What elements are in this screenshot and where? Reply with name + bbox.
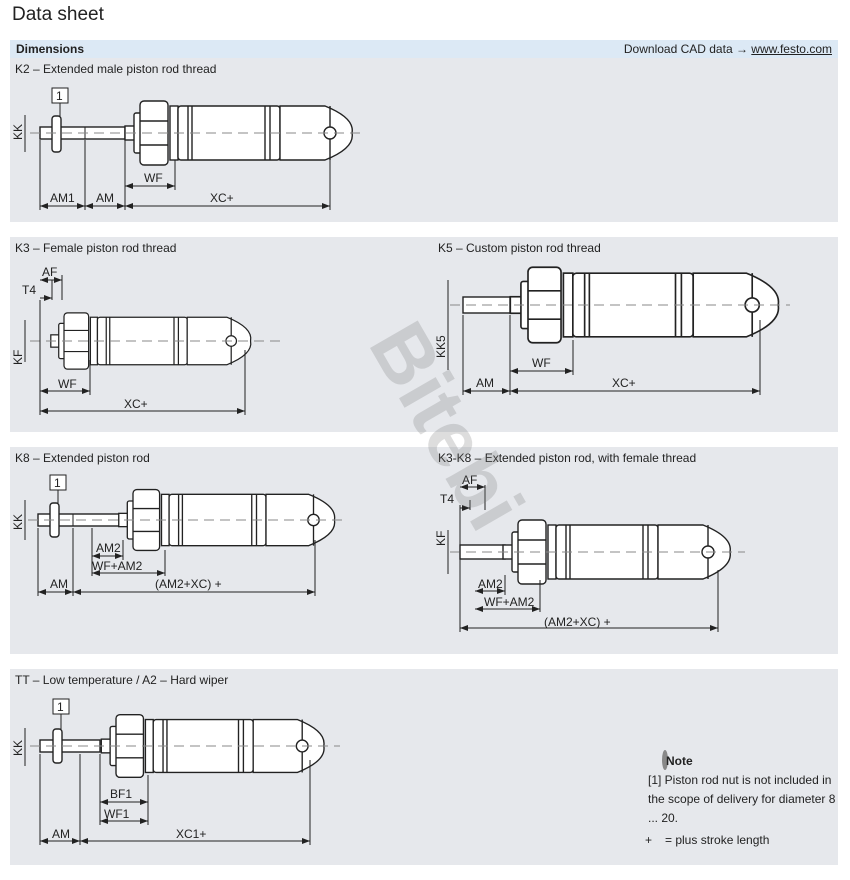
cylinder-tt — [24, 698, 340, 845]
festo-link[interactable]: www.festo.com — [751, 42, 832, 56]
variant-title: K3-K8 – Extended piston rod, with female… — [438, 451, 697, 465]
dim-am: AM — [50, 577, 68, 591]
variant-title: K8 – Extended piston rod — [15, 451, 150, 465]
dim-af: AF — [462, 473, 477, 487]
dim-am2-xc: (AM2+XC) + — [155, 577, 222, 591]
cylinder-k5 — [447, 266, 790, 395]
dim-xc: XC+ — [612, 376, 636, 390]
dim-wf1: WF1 — [104, 807, 130, 821]
dim-kk: KK — [11, 740, 25, 756]
note-text: [1] Piston rod nut is not included in th… — [648, 773, 836, 825]
dim-kk: KK — [11, 124, 25, 140]
dim-am: AM — [476, 376, 494, 390]
dim-am2: AM2 — [96, 541, 121, 555]
dimensions-header: Dimensions Download CAD data → www.festo… — [10, 40, 838, 58]
cylinder-k3 — [24, 275, 280, 415]
dim-xc1: XC1+ — [176, 827, 206, 841]
cylinder-k2 — [24, 87, 360, 210]
dim-wf-am2: WF+AM2 — [92, 559, 143, 573]
dim-am: AM — [52, 827, 70, 841]
dim-kk: KK — [11, 514, 25, 530]
dim-wf-am2: WF+AM2 — [484, 595, 535, 609]
dim-wf: WF — [58, 377, 77, 391]
dim-t4: T4 — [22, 283, 36, 297]
callout-1: 1 — [57, 700, 64, 714]
plus-symbol: + — [645, 833, 653, 847]
dim-am2: AM2 — [478, 577, 503, 591]
variant-title: K3 – Female piston rod thread — [15, 241, 177, 255]
variant-title: TT – Low temperature / A2 – Hard wiper — [15, 673, 229, 687]
callout-1: 1 — [54, 476, 61, 490]
variant-title: K2 – Extended male piston rod thread — [15, 62, 217, 76]
note-heading: Note — [666, 754, 693, 768]
variant-title: K5 – Custom piston rod thread — [438, 241, 601, 255]
dim-kf: KF — [11, 350, 25, 365]
note-box: Note [1] Piston rod nut is not included … — [645, 752, 838, 850]
dim-wf: WF — [144, 171, 163, 185]
cylinder-k3-k8 — [447, 484, 745, 632]
callout-1: 1 — [56, 89, 63, 103]
dim-t4: T4 — [440, 492, 454, 506]
dim-am: AM — [96, 191, 114, 205]
dim-kk5: KK5 — [434, 335, 448, 358]
dim-kf: KF — [434, 531, 448, 546]
plus-text: = plus stroke length — [665, 833, 770, 847]
watermark: Bitebi — [353, 307, 541, 544]
dim-xc: XC+ — [124, 397, 148, 411]
section-title: Dimensions — [16, 42, 85, 56]
dim-xc: XC+ — [210, 191, 234, 205]
dim-af: AF — [42, 265, 57, 279]
download-label: Download CAD data → — [623, 42, 748, 56]
dim-bf1: BF1 — [110, 787, 132, 801]
dim-am1: AM1 — [50, 191, 75, 205]
dim-am2-xc: (AM2+XC) + — [544, 615, 611, 629]
page-title: Data sheet — [12, 4, 104, 25]
dim-wf: WF — [532, 356, 551, 370]
note-icon — [662, 750, 668, 770]
download-cad: Download CAD data → www.festo.com — [624, 42, 832, 56]
cylinder-k8 — [24, 474, 345, 596]
